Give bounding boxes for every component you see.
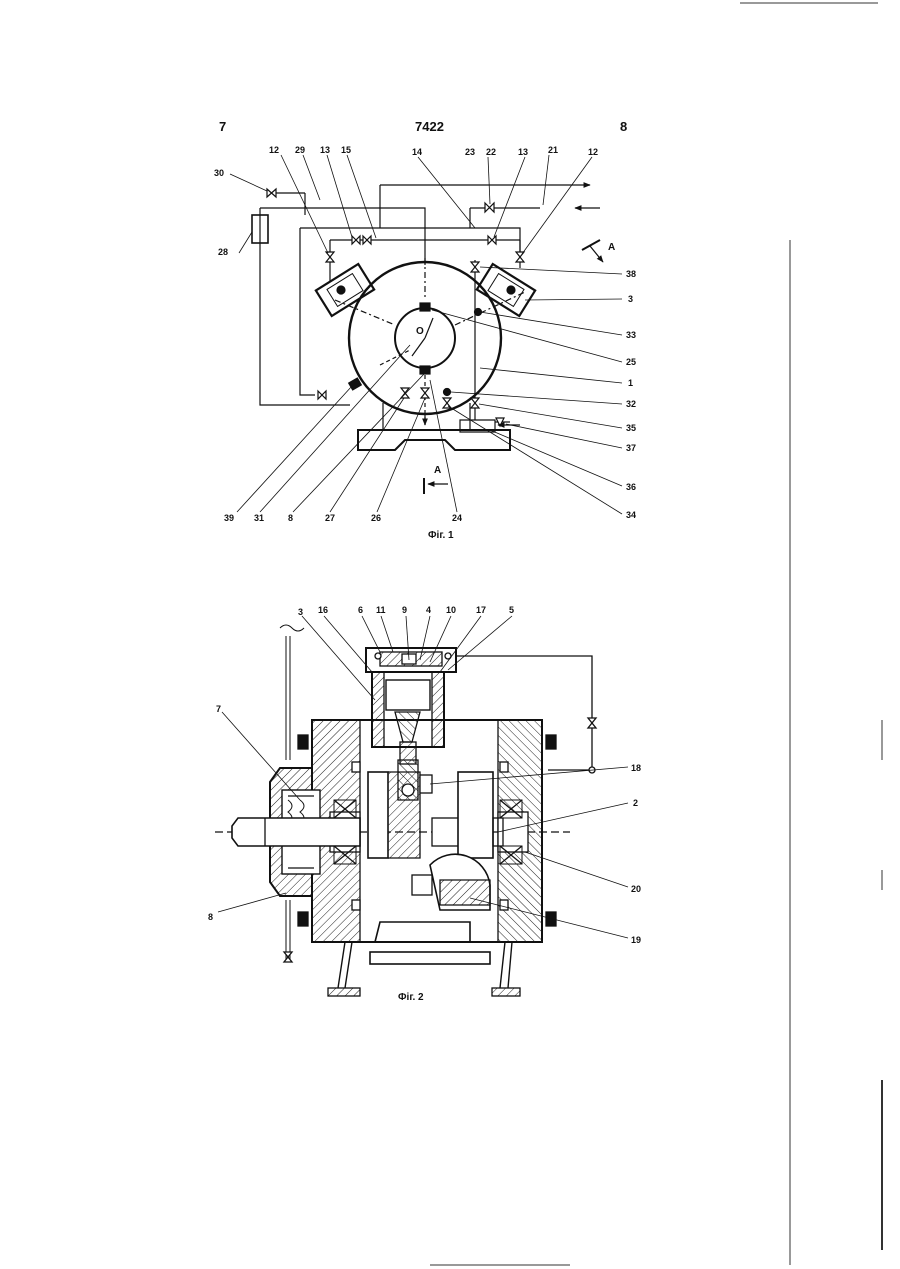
fig2-label: 5 — [509, 605, 514, 615]
fig1-label: 1 — [628, 378, 633, 388]
fig1-caption: Фіг. 1 — [428, 530, 454, 541]
fig2-label: 6 — [358, 605, 363, 615]
fig1-label: 8 — [288, 513, 293, 523]
fig1-label: 28 — [218, 247, 228, 257]
fig1-label: 39 — [224, 513, 234, 523]
fig1-label: 33 — [626, 330, 636, 340]
fig1-center-letter: O — [416, 326, 424, 337]
fig2-label: 19 — [631, 935, 641, 945]
fig1-view-letter: A — [434, 465, 441, 476]
fig1-label: 14 — [412, 147, 422, 157]
figure-1 — [230, 155, 622, 514]
fig2-label: 20 — [631, 884, 641, 894]
fig2-label: 4 — [426, 605, 431, 615]
fig1-label: 26 — [371, 513, 381, 523]
fig1-label: 35 — [626, 423, 636, 433]
fig1-view-letter: A — [608, 242, 615, 253]
fig1-label: 12 — [588, 147, 598, 157]
fig2-label: 9 — [402, 605, 407, 615]
fig1-label: 13 — [518, 147, 528, 157]
fig1-label: 27 — [325, 513, 335, 523]
figure-1-labels: 12 29 13 15 14 23 22 13 21 12 30 28 A A … — [214, 145, 636, 541]
fig2-label: 8 — [208, 912, 213, 922]
fig1-label: 13 — [320, 145, 330, 155]
fig1-label: 22 — [486, 147, 496, 157]
fig1-label: 25 — [626, 357, 636, 367]
fig1-label: 24 — [452, 513, 462, 523]
fig2-label: 7 — [216, 704, 221, 714]
fig1-label: 34 — [626, 510, 636, 520]
fig2-label: 11 — [376, 605, 386, 615]
page-edge-marks — [430, 3, 882, 1265]
figure-2 — [215, 616, 628, 996]
fig1-label: 30 — [214, 168, 224, 178]
fig2-label: 3 — [298, 607, 303, 617]
fig1-label: 32 — [626, 399, 636, 409]
fig1-label: 29 — [295, 145, 305, 155]
fig1-label: 38 — [626, 269, 636, 279]
fig1-label: 3 — [628, 294, 633, 304]
fig2-label: 2 — [633, 798, 638, 808]
fig1-label: 36 — [626, 482, 636, 492]
fig1-label: 23 — [465, 147, 475, 157]
fig1-label: 31 — [254, 513, 264, 523]
fig2-label: 17 — [476, 605, 486, 615]
fig2-label: 18 — [631, 763, 641, 773]
fig1-label: 21 — [548, 145, 558, 155]
fig1-label: 37 — [626, 443, 636, 453]
fig2-caption: Фіг. 2 — [398, 992, 424, 1003]
fig1-label: 12 — [269, 145, 279, 155]
fig2-label: 16 — [318, 605, 328, 615]
fig1-label: 15 — [341, 145, 351, 155]
fig2-label: 10 — [446, 605, 456, 615]
